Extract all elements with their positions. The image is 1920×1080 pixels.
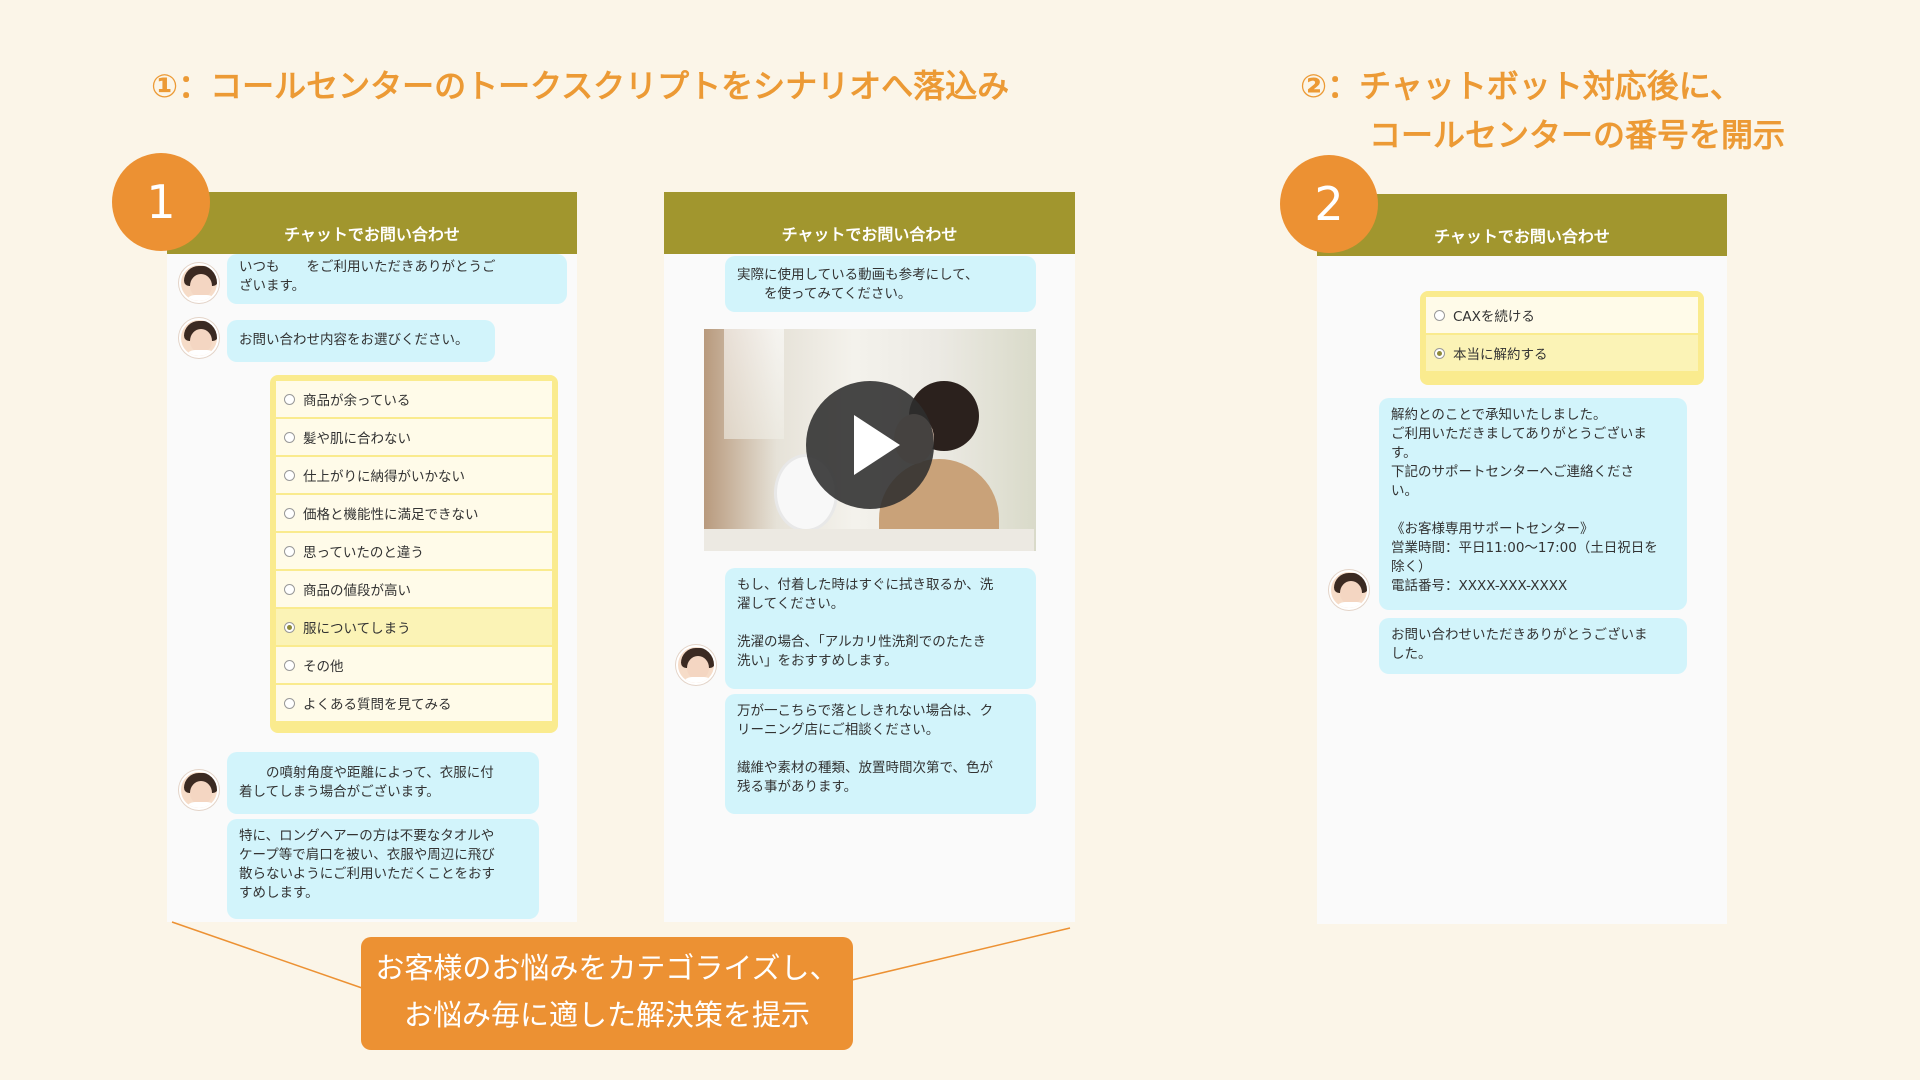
option-item[interactable]: 商品の値段が高い [276, 571, 552, 607]
operator-avatar [1329, 570, 1369, 610]
option-item[interactable]: よくある質問を見てみる [276, 685, 552, 721]
radio-button-icon[interactable] [284, 469, 295, 481]
chat-panel-3: チャットでお問い合わせ CAXを続ける本当に解約する 解約とのことで承知いたしま… [1317, 194, 1727, 924]
operator-avatar [179, 263, 219, 303]
option-label: 服についてしまう [303, 621, 411, 637]
option-item[interactable]: 価格と機能性に満足できない [276, 495, 552, 531]
step-badge-1: 1 [112, 153, 210, 251]
option-label: 本当に解約する [1453, 347, 1548, 363]
option-label: 思っていたのと違う [303, 545, 424, 561]
option-item[interactable]: 髪や肌に合わない [276, 419, 552, 455]
option-label: 商品の値段が高い [303, 583, 411, 599]
chat-bubble: 解約とのことで承知いたしました。 ご利用いただきましてありがとうございま す。 … [1379, 398, 1687, 610]
chat-bubble: いつも をご利用いただきありがとうご ざいます。 [227, 254, 567, 304]
radio-button-icon[interactable] [284, 393, 295, 405]
option-item[interactable]: その他 [276, 647, 552, 683]
radio-button-icon[interactable] [284, 583, 295, 595]
chat-panel-2: チャットでお問い合わせ 実際に使用している動画も参考にして、 を使ってみてくださ… [664, 192, 1075, 922]
callout-line-2: お悩み毎に適した解決策を提示 [403, 998, 810, 1032]
chat-panel-header: チャットでお問い合わせ [664, 192, 1075, 254]
chat-bubble: 特に、ロングヘアーの方は不要なタオルや ケープ等で肩口を被い、衣服や周辺に飛び … [227, 819, 539, 919]
chat-panel-header: チャットでお問い合わせ [167, 192, 577, 254]
chat-bubble: お問い合わせいただきありがとうございま した。 [1379, 618, 1687, 674]
option-item[interactable]: 服についてしまう [276, 609, 552, 645]
operator-avatar [179, 770, 219, 810]
chat-bubble: もし、付着した時はすぐに拭き取るか、洗 濯してください。 洗濯の場合、「アルカリ… [725, 568, 1036, 689]
option-label: 商品が余っている [303, 393, 411, 409]
section-heading-2-line1: ②：チャットボット対応後に、 [1300, 67, 1742, 105]
operator-avatar [676, 645, 716, 685]
operator-avatar [179, 318, 219, 358]
chat-panel-1: チャットでお問い合わせ いつも をご利用いただきありがとうご ざいます。 お問い… [167, 192, 577, 922]
cancel-options: CAXを続ける本当に解約する [1420, 291, 1704, 385]
chat-bubble: 実際に使用している動画も参考にして、 を使ってみてください。 [725, 256, 1036, 312]
chat-bubble: 万が一こちらで落としきれない場合は、ク リーニング店にご相談ください。 繊維や素… [725, 694, 1036, 814]
option-label: よくある質問を見てみる [303, 697, 452, 713]
play-icon[interactable] [806, 381, 934, 509]
chat-bubble: の噴射角度や距離によって、衣服に付 着してしまう場合がございます。 [227, 752, 539, 814]
option-item[interactable]: 商品が余っている [276, 381, 552, 417]
option-item[interactable]: 仕上がりに納得がいかない [276, 457, 552, 493]
option-item[interactable]: 本当に解約する [1426, 335, 1698, 371]
summary-callout: お客様のお悩みをカテゴライズし、 お悩み毎に適した解決策を提示 [361, 937, 853, 1050]
chat-bubble: お問い合わせ内容をお選びください。 [227, 320, 495, 362]
option-label: 髪や肌に合わない [303, 431, 411, 447]
radio-button-icon[interactable] [284, 621, 295, 633]
step-badge-2: 2 [1280, 155, 1378, 253]
option-label: 仕上がりに納得がいかない [303, 469, 465, 485]
chat-panel-header: チャットでお問い合わせ [1317, 194, 1727, 256]
video-thumbnail[interactable] [704, 329, 1036, 551]
option-item[interactable]: 思っていたのと違う [276, 533, 552, 569]
radio-button-icon[interactable] [284, 545, 295, 557]
option-item[interactable]: CAXを続ける [1426, 297, 1698, 333]
callout-line-1: お客様のお悩みをカテゴライズし、 [375, 951, 839, 985]
radio-button-icon[interactable] [284, 431, 295, 443]
radio-button-icon[interactable] [284, 659, 295, 671]
radio-button-icon[interactable] [1434, 347, 1445, 359]
radio-button-icon[interactable] [284, 697, 295, 709]
option-label: CAXを続ける [1453, 309, 1535, 325]
option-label: 価格と機能性に満足できない [303, 507, 479, 523]
section-heading-1: ①：コールセンターのトークスクリプトをシナリオへ落込み [151, 67, 1010, 105]
inquiry-options: 商品が余っている髪や肌に合わない仕上がりに納得がいかない価格と機能性に満足できな… [270, 375, 558, 733]
radio-button-icon[interactable] [284, 507, 295, 519]
option-label: その他 [303, 659, 344, 675]
radio-button-icon[interactable] [1434, 309, 1445, 321]
section-heading-2-line2: コールセンターの番号を開示 [1369, 116, 1786, 154]
